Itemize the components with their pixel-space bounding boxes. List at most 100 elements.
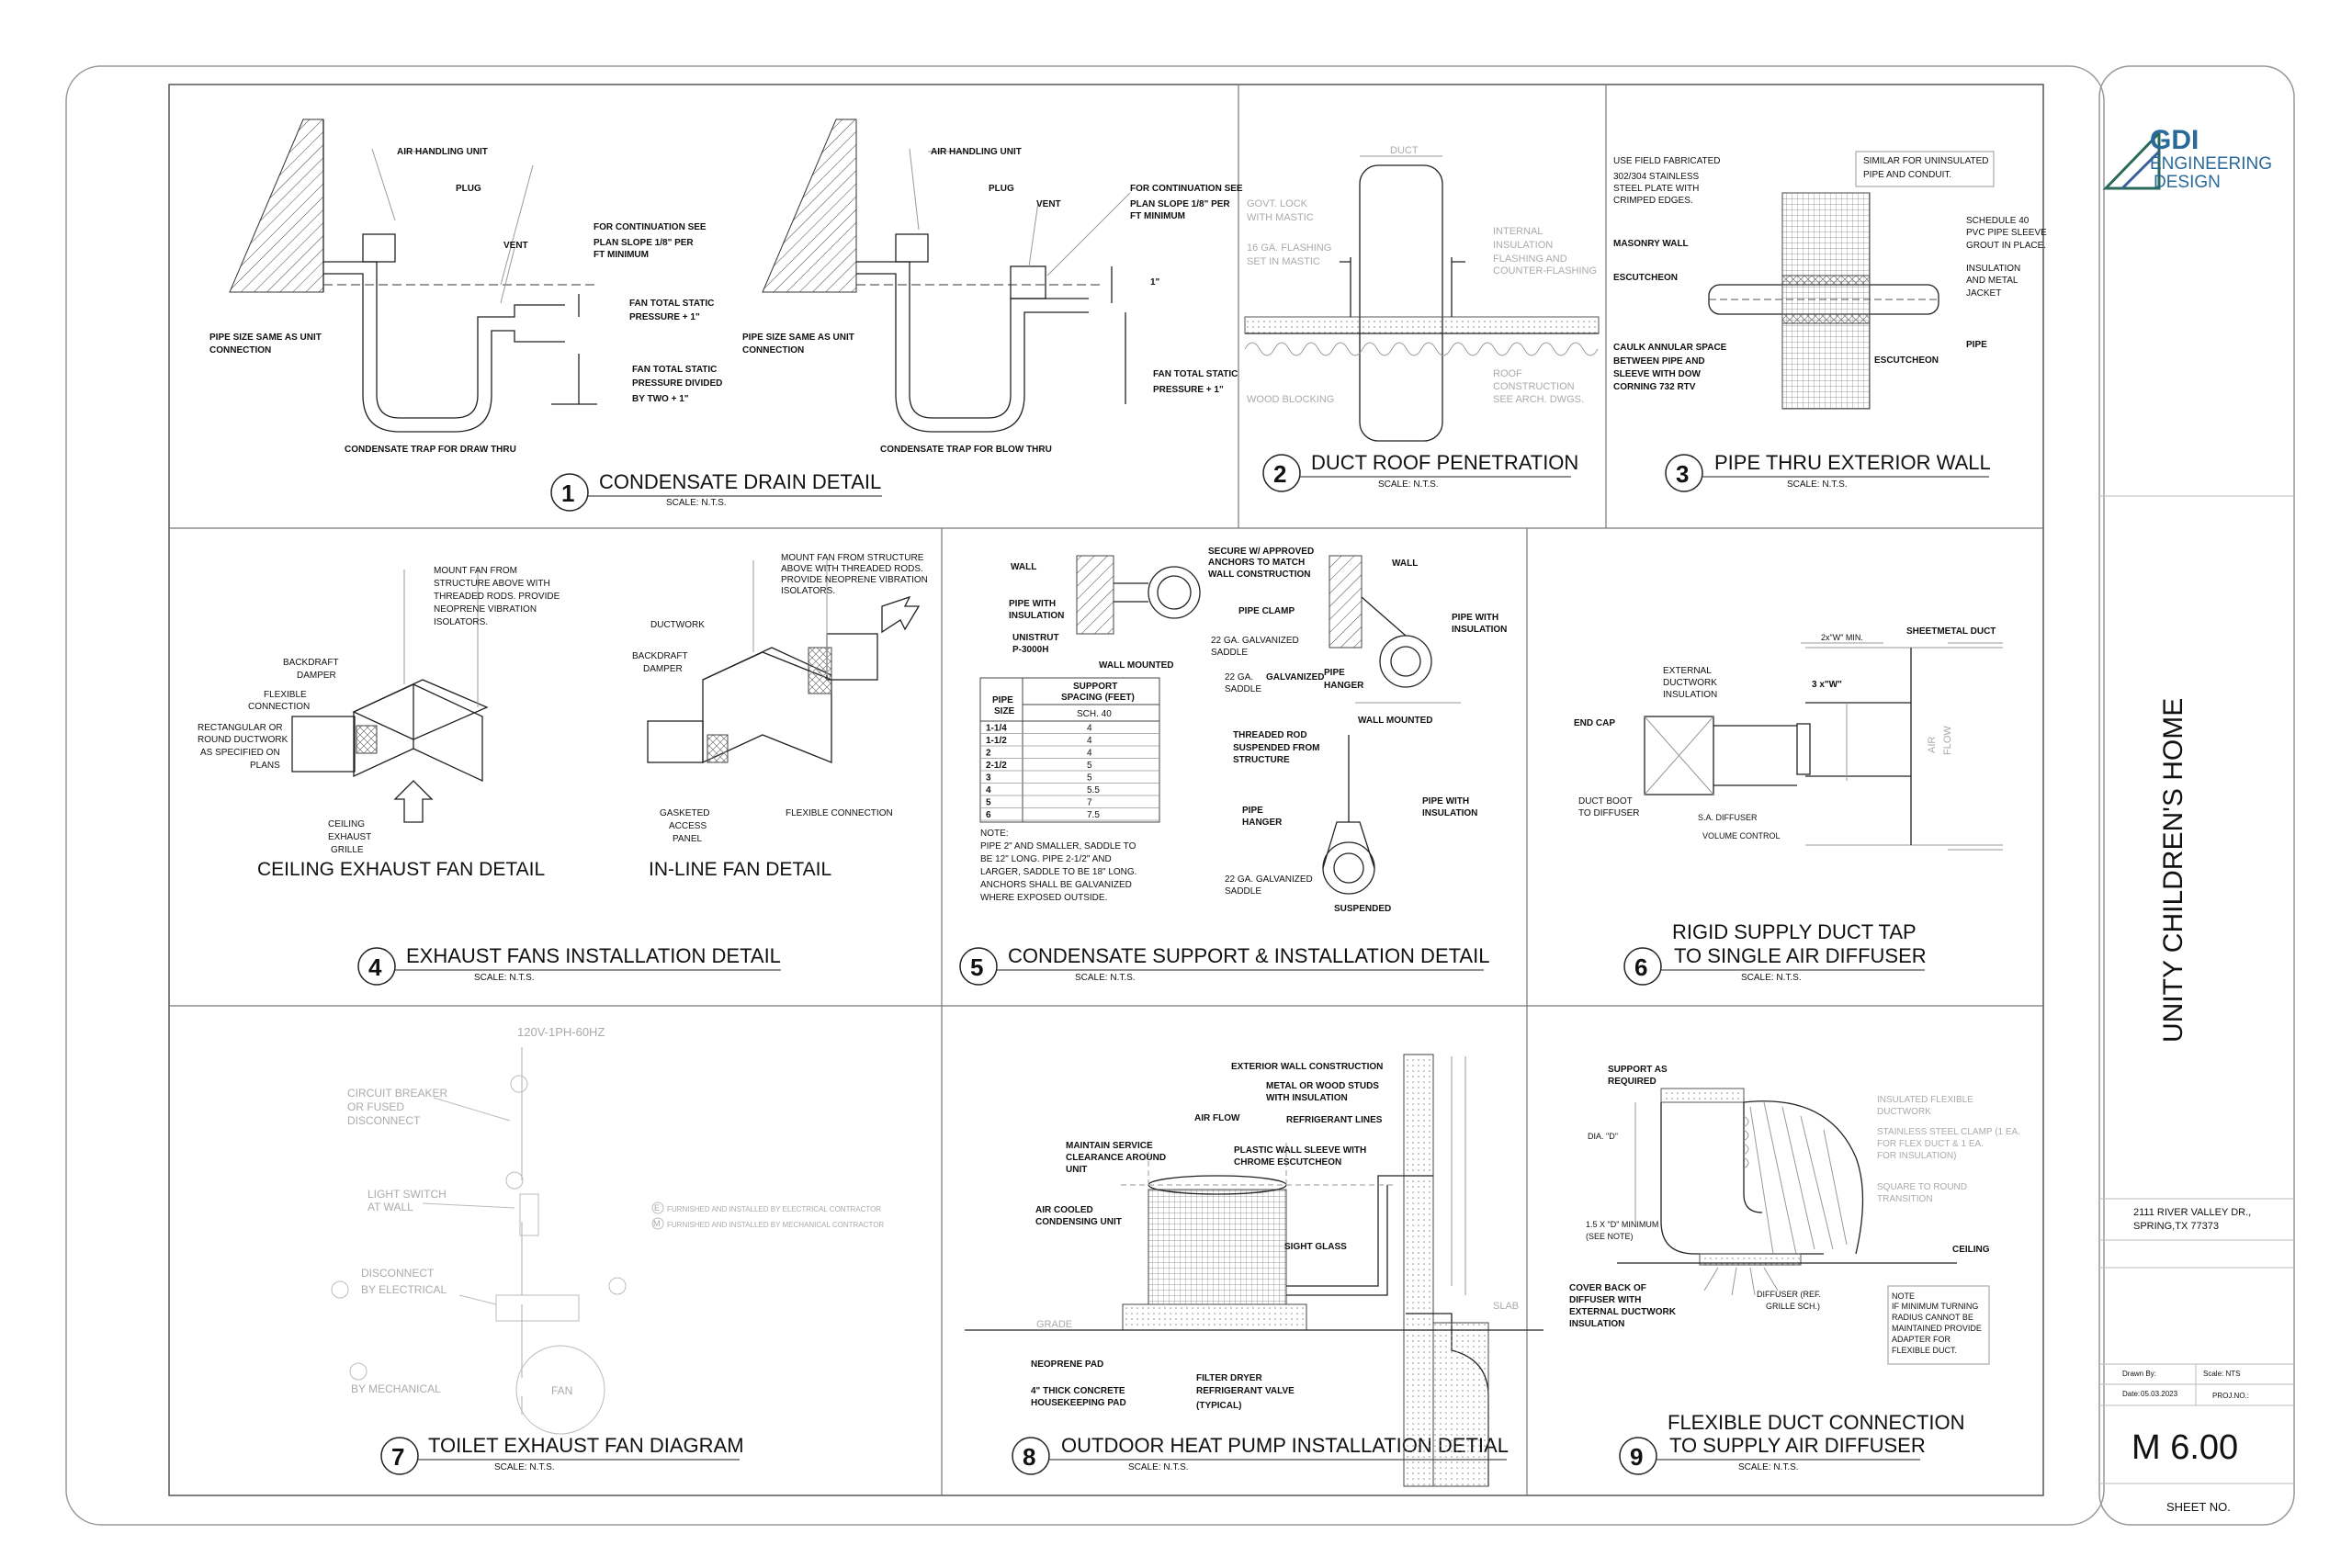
d9-note: FLEXIBLE DUCT.: [1892, 1346, 1957, 1355]
d5-label: ANCHORS TO MATCH: [1208, 558, 1305, 568]
d4-label: GRILLE: [331, 845, 364, 855]
d1-label: PRESSURE + 1": [1153, 385, 1224, 395]
d1-label: PLUG: [456, 184, 481, 194]
d5-label: INSULATION: [1422, 808, 1477, 818]
d1-label: CONDENSATE TRAP FOR DRAW THRU: [345, 445, 516, 455]
detail-4-title: 4 EXHAUST FANS INSTALLATION DETAIL SCALE…: [357, 944, 781, 986]
d1-label: FAN TOTAL STATIC: [629, 299, 714, 309]
detail-number: 8: [1023, 1443, 1035, 1471]
d7-symbol: E: [654, 1203, 660, 1213]
d4-label: RECTANGULAR OR: [198, 723, 283, 733]
d6-label: S.A. DIFFUSER: [1698, 813, 1758, 822]
d5-label: PIPE: [1324, 668, 1345, 678]
d4-subtitle: CEILING EXHAUST FAN DETAIL: [257, 859, 545, 880]
d4-label: STRUCTURE ABOVE WITH: [434, 579, 550, 589]
d7-label: FAN: [551, 1384, 572, 1397]
detail-6-drawing: 2x"W" MIN. SHEETMETAL DUCT 3 x"W" EXTERN…: [1574, 626, 2003, 851]
d4-label: CEILING: [328, 819, 365, 829]
detail-3-drawing: USE FIELD FABRICATED 302/304 STAINLESS S…: [1613, 151, 2047, 410]
detail-7-drawing: 120V-1PH-60HZ CIRCUIT BREAKER OR FUSED D…: [331, 1025, 884, 1435]
detail-4-drawing: MOUNT FAN FROM STRUCTURE ABOVE WITH THRE…: [198, 553, 928, 880]
d2-label: INSULATION: [1493, 240, 1553, 251]
logo-design-text: DESIGN: [2154, 173, 2221, 192]
d7-label: CIRCUIT BREAKER: [347, 1087, 447, 1100]
gdi-logo: GDI ENGINEERING DESIGN: [2102, 125, 2272, 192]
d8-label: AIR FLOW: [1194, 1113, 1240, 1123]
detail-title: RIGID SUPPLY DUCT TAP: [1672, 920, 1917, 943]
d4-label: FLEXIBLE: [264, 690, 307, 700]
d9-label: FOR INSULATION): [1877, 1151, 1956, 1161]
d9-label: INSULATED FLEXIBLE: [1877, 1095, 1973, 1105]
detail-number: 2: [1273, 460, 1286, 488]
d7-label: DISCONNECT: [361, 1267, 435, 1280]
d2-label: CONSTRUCTION: [1493, 381, 1575, 392]
d6-label: 3 x"W": [1812, 680, 1842, 690]
d1-label: AIR HANDLING UNIT: [397, 147, 488, 157]
d7-legend: FURNISHED AND INSTALLED BY MECHANICAL CO…: [667, 1221, 884, 1229]
detail-scale: SCALE: N.T.S.: [1128, 1462, 1189, 1472]
d2-label: WITH MASTIC: [1247, 212, 1314, 223]
d1-label: AIR HANDLING UNIT: [931, 147, 1022, 157]
d4-label: ABOVE WITH THREADED RODS.: [781, 564, 923, 574]
table-cell-spacing: 7: [1087, 798, 1092, 808]
detail-2-title: 2 DUCT ROOF PENETRATION SCALE: N.T.S.: [1262, 451, 1578, 492]
d2-label: WOOD BLOCKING: [1247, 394, 1334, 405]
table-cell-spacing: 5.5: [1087, 785, 1100, 795]
d2-label: ROOF: [1493, 368, 1522, 379]
detail-title: CONDENSATE SUPPORT & INSTALLATION DETAIL: [1008, 944, 1489, 967]
d3-label: PVC PIPE SLEEVE: [1966, 228, 2047, 238]
d7-symbol: M: [653, 1219, 661, 1228]
d9-label: TRANSITION: [1877, 1194, 1933, 1204]
d3-label: ESCUTCHEON: [1613, 273, 1678, 283]
d6-label: END CAP: [1574, 718, 1615, 728]
d6-label: 2x"W" MIN.: [1821, 633, 1863, 642]
d3-label: USE FIELD FABRICATED: [1613, 156, 1721, 166]
detail-scale: SCALE: N.T.S.: [1075, 973, 1136, 983]
d3-label: SLEEVE WITH DOW: [1613, 369, 1702, 379]
detail-5-drawing: WALL SECURE W/ APPROVED ANCHORS TO MATCH…: [979, 547, 1507, 914]
d7-label: BY ELECTRICAL: [361, 1283, 447, 1296]
d9-note: ADAPTER FOR: [1892, 1335, 1951, 1344]
d4-label: DAMPER: [297, 671, 336, 681]
d3-label: STEEL PLATE WITH: [1613, 184, 1699, 194]
d5-label: WALL CONSTRUCTION: [1208, 570, 1310, 580]
detail-number: 4: [368, 953, 382, 981]
d1-label: PIPE SIZE SAME AS UNIT: [209, 333, 322, 343]
d5-note: NOTE:: [980, 829, 1009, 839]
d4-label: ACCESS: [669, 821, 707, 831]
d2-label: SET IN MASTIC: [1247, 256, 1320, 267]
sheet-no-label: SHEET NO.: [2166, 1500, 2231, 1514]
detail-title: TOILET EXHAUST FAN DIAGRAM: [428, 1434, 744, 1457]
d5-note: PIPE 2" AND SMALLER, SADDLE TO: [980, 841, 1136, 852]
d8-label: REFRIGERANT LINES: [1286, 1115, 1383, 1125]
d8-label: UNIT: [1066, 1165, 1087, 1175]
scale-label: Scale: NTS: [2203, 1370, 2240, 1378]
d5-label: 22 GA. GALVANIZED: [1225, 874, 1313, 885]
d3-label: CRIMPED EDGES.: [1613, 196, 1693, 206]
d7-label: LIGHT SWITCH: [368, 1188, 447, 1201]
detail-2-drawing: DUCT GOVT. LOCK WITH MASTIC 16 GA. FLASH…: [1244, 145, 1600, 442]
d9-note: RADIUS CANNOT BE: [1892, 1313, 1973, 1322]
d4-label: DUCTWORK: [650, 620, 705, 630]
table-header: PIPE: [992, 695, 1013, 705]
table-cell-pipe-size: 1-1/4: [986, 724, 1007, 734]
d1-label: FAN TOTAL STATIC: [632, 365, 717, 375]
detail-6-title: 6 RIGID SUPPLY DUCT TAP TO SINGLE AIR DI…: [1623, 920, 1927, 986]
address-line-1: 2111 RIVER VALLEY DR.,: [2133, 1207, 2251, 1218]
d3-label: SCHEDULE 40: [1966, 216, 2030, 226]
table-cell-spacing: 4: [1087, 736, 1092, 746]
pipe-support-table: PIPE SIZE SUPPORT SPACING (FEET) SCH. 40…: [979, 677, 1160, 823]
d1-label: CONDENSATE TRAP FOR BLOW THRU: [880, 445, 1052, 455]
sheet-border: [65, 65, 2105, 1526]
d4-label: EXHAUST: [328, 832, 371, 842]
d9-label: DIA. "D": [1588, 1132, 1618, 1141]
d2-label: DUCT: [1390, 145, 1419, 156]
d9-note: NOTE: [1892, 1292, 1915, 1301]
table-header: SCH. 40: [1077, 709, 1112, 719]
d4-label: NEOPRENE VIBRATION: [434, 604, 537, 615]
d5-label: HANGER: [1242, 818, 1283, 828]
d5-label: PIPE WITH: [1452, 613, 1498, 623]
detail-1-drawing: AIR HANDLING UNIT PLUG VENT FOR CONTINUA…: [209, 118, 1243, 455]
d1-label: 1": [1150, 277, 1160, 288]
